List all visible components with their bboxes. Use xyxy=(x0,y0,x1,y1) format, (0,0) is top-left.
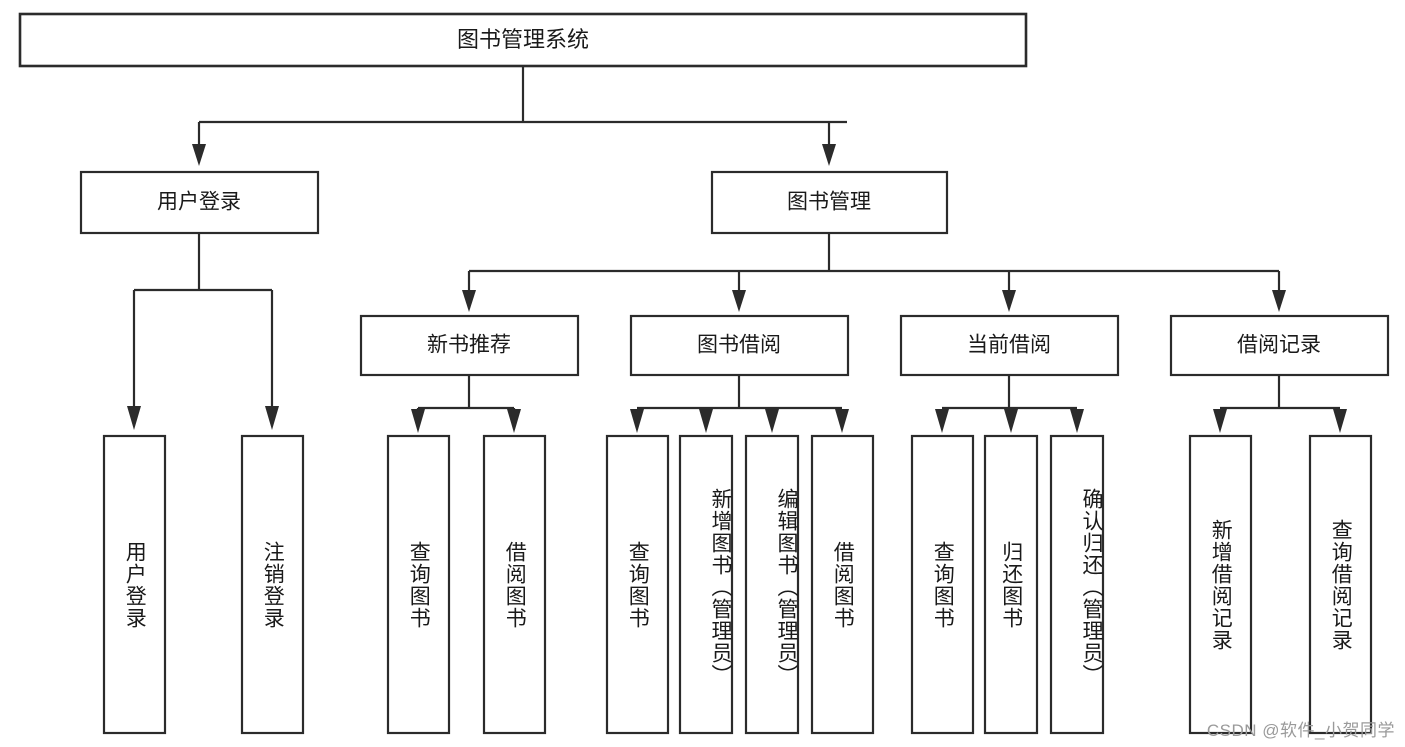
node-borrow-record-box[interactable] xyxy=(1169,314,1390,377)
node-borrow-record-label: 借阅记录 xyxy=(1237,334,1321,357)
connector-group-user-login xyxy=(127,233,279,430)
node-book-borrow[interactable]: 图书借阅 xyxy=(629,314,850,377)
leaf-box-confirm-return[interactable] xyxy=(1049,434,1105,735)
arrow-head-book-borrow xyxy=(732,290,746,312)
node-book-management-box[interactable] xyxy=(710,170,949,235)
node-book-borrow-box[interactable] xyxy=(629,314,850,377)
leaf-box-logout[interactable] xyxy=(240,434,305,735)
arrow-head-leaf-query-record xyxy=(1333,409,1347,433)
node-book-management-label: 图书管理 xyxy=(787,191,871,214)
node-book-management[interactable]: 图书管理 xyxy=(710,170,949,235)
leaf-box-user-login[interactable] xyxy=(102,434,167,735)
arrow-head-leaf-confirm-return xyxy=(1070,409,1084,433)
leaf-box-query-book-2[interactable] xyxy=(605,434,670,735)
arrow-head-leaf-query-book-1 xyxy=(411,409,425,433)
node-root-label: 图书管理系统 xyxy=(457,27,589,52)
arrow-head-leaf-return-book xyxy=(1004,409,1018,433)
node-root[interactable]: 图书管理系统 xyxy=(18,12,1028,68)
node-new-book-recommend[interactable]: 新书推荐 xyxy=(359,314,580,377)
arrow-head-leaf-add-record xyxy=(1213,409,1227,433)
arrow-head-new-book-recommend xyxy=(462,290,476,312)
leaf-box-add-record[interactable] xyxy=(1188,434,1253,735)
arrow-head-borrow-record xyxy=(1272,290,1286,312)
node-root-box[interactable] xyxy=(18,12,1028,68)
arrow-head-leaf-borrow-book-1 xyxy=(507,409,521,433)
connector-group-current-borrow xyxy=(935,375,1084,433)
leaf-box-return-book[interactable] xyxy=(983,434,1039,735)
node-current-borrow-box[interactable] xyxy=(899,314,1120,377)
connector-group-new-book-recommend xyxy=(411,375,521,433)
arrow-head-leaf-query-book-2 xyxy=(630,409,644,433)
node-new-book-recommend-box[interactable] xyxy=(359,314,580,377)
leaf-box-edit-book[interactable] xyxy=(744,434,800,735)
arrow-head-user-login xyxy=(192,144,206,166)
leaf-box-query-book-3[interactable] xyxy=(910,434,975,735)
arrow-head-leaf-query-book-3 xyxy=(935,409,949,433)
connector-group-book-borrow xyxy=(630,375,849,433)
arrow-head-leaf-add-book xyxy=(699,409,713,433)
arrow-head-leaf-edit-book xyxy=(765,409,779,433)
node-user-login[interactable]: 用户登录 xyxy=(79,170,320,235)
arrow-head-leaf-user-login xyxy=(127,406,141,430)
arrow-head-book-management xyxy=(822,144,836,166)
node-user-login-box[interactable] xyxy=(79,170,320,235)
leaf-box-query-book-1[interactable] xyxy=(386,434,451,735)
node-current-borrow[interactable]: 当前借阅 xyxy=(899,314,1120,377)
connector-group-root xyxy=(192,66,847,166)
arrow-head-leaf-logout xyxy=(265,406,279,430)
node-user-login-label: 用户登录 xyxy=(157,191,241,214)
arrow-head-leaf-borrow-book-2 xyxy=(835,409,849,433)
node-new-book-recommend-label: 新书推荐 xyxy=(427,334,511,357)
leaf-box-query-record[interactable] xyxy=(1308,434,1373,735)
leaf-box-borrow-book-2[interactable] xyxy=(810,434,875,735)
arrow-head-current-borrow xyxy=(1002,290,1016,312)
leaf-box-borrow-book-1[interactable] xyxy=(482,434,547,735)
connector-group-borrow-record xyxy=(1213,375,1347,433)
node-current-borrow-label: 当前借阅 xyxy=(967,334,1051,357)
node-borrow-record[interactable]: 借阅记录 xyxy=(1169,314,1390,377)
watermark-text: CSDN @软件_小贺同学 xyxy=(1206,721,1395,740)
connector-group-book-management xyxy=(462,233,1286,312)
node-book-borrow-label: 图书借阅 xyxy=(697,334,781,357)
leaf-box-add-book[interactable] xyxy=(678,434,734,735)
leaf-boxes xyxy=(102,434,1373,735)
